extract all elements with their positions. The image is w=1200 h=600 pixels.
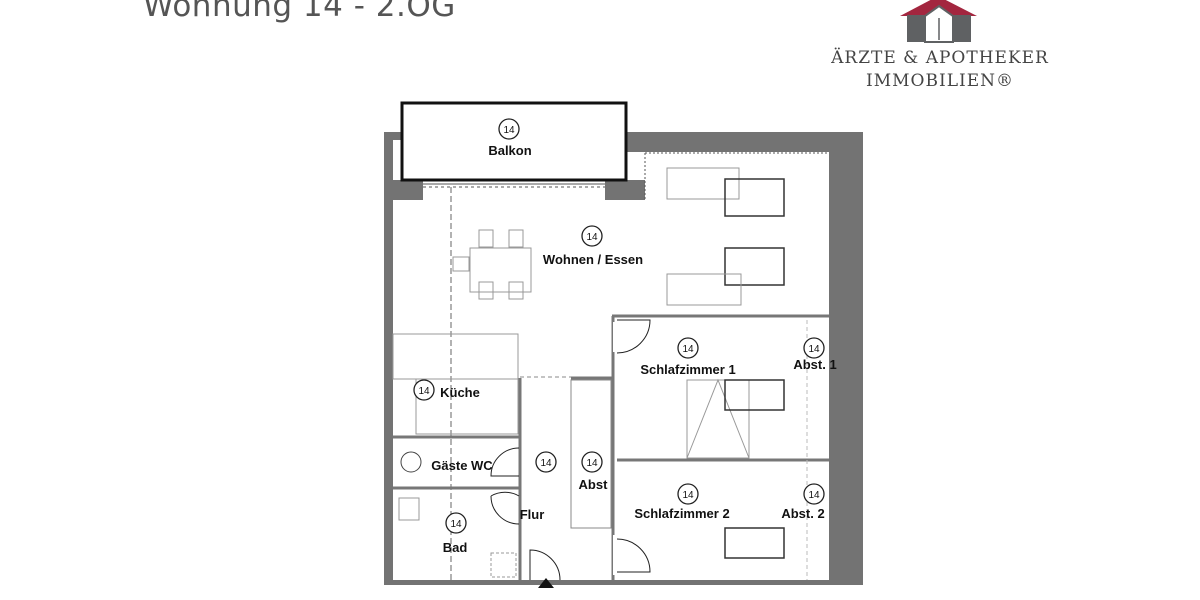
room-name: Flur [520,507,545,522]
room-number: 14 [503,125,515,136]
room-number: 14 [540,458,552,469]
room-number-circle [535,451,557,473]
room-number-circle [581,225,603,247]
company-logo: ÄRZTE & APOTHEKER IMMOBILIEN® [820,0,1060,100]
room-name: Gäste WC [431,458,493,473]
room-name: Bad [443,540,468,555]
room-name: Küche [440,385,480,400]
room-name: Abst [579,477,609,492]
door-swings [490,319,651,581]
room-number: 14 [682,344,694,355]
house-logo-icon [900,0,977,43]
room-number: 14 [808,490,820,501]
room-number-circle [413,379,435,401]
room-number-circle [803,337,825,359]
room-label: Gäste WC [431,458,493,473]
room-name: Abst. 2 [781,506,824,521]
outer-walls [384,132,863,585]
room-number: 14 [586,458,598,469]
entrance-arrow-icon [538,578,554,588]
room-name: Abst. 1 [793,357,836,372]
furniture [392,167,808,580]
room-number-circle [581,451,603,473]
room-number-circle [677,337,699,359]
room-number: 14 [682,490,694,501]
room-label: 14 Küche [413,379,480,401]
room-number-circle [677,483,699,505]
room-name: Schlafzimmer 2 [634,506,729,521]
room-number: 14 [808,344,820,355]
room-number: 14 [586,232,598,243]
room-number-circle [445,512,467,534]
room-number-circle [498,118,520,140]
internal-walls [393,314,829,580]
room-name: Balkon [488,143,531,158]
room-name: Wohnen / Essen [543,252,643,267]
balcony-outline [400,101,628,182]
logo-text-line2: IMMOBILIEN® [866,71,1014,91]
page-title: Wohnung 14 - 2.OG [143,0,456,24]
room-number-circle [803,483,825,505]
room-number: 14 [418,386,430,397]
logo-text-line1: ÄRZTE & APOTHEKER [831,48,1049,68]
room-name: Schlafzimmer 1 [640,362,735,377]
room-number: 14 [450,519,462,530]
